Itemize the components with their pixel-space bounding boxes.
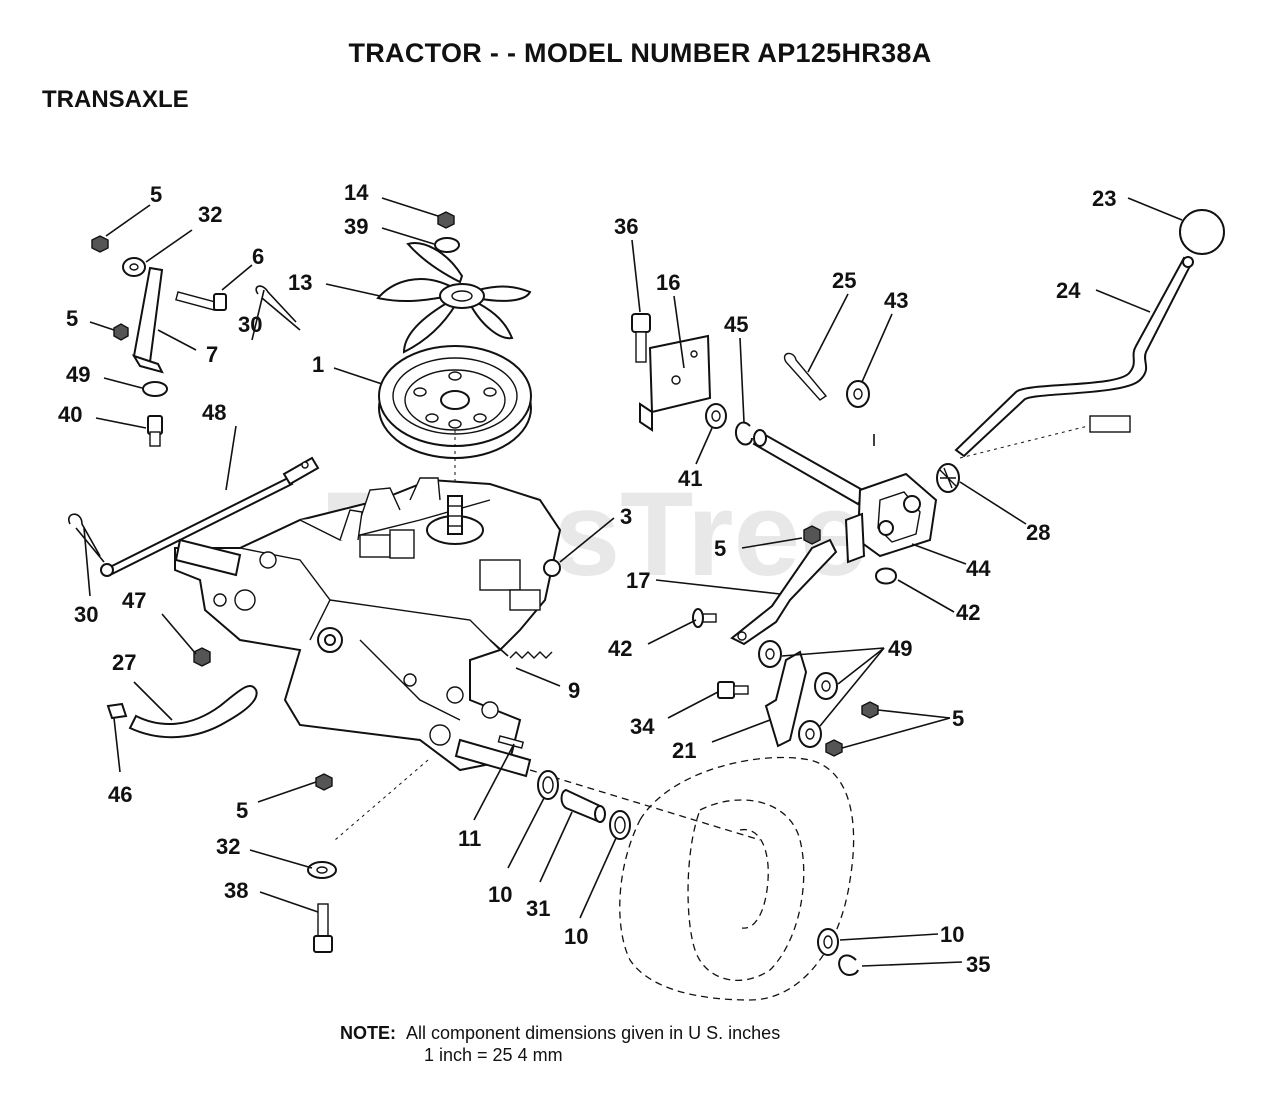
- section-title: TRANSAXLE: [42, 86, 189, 113]
- callout-38: 38: [224, 878, 248, 903]
- callout-32: 32: [198, 202, 222, 227]
- callout-5: 5: [150, 182, 162, 207]
- callout-47: 47: [122, 588, 146, 613]
- callout-9: 9: [568, 678, 580, 703]
- callout-6: 6: [252, 244, 264, 269]
- shift-assembly-44: [844, 472, 938, 564]
- fan-13: [376, 242, 532, 354]
- callout-46: 46: [108, 782, 132, 807]
- callout-11: 11: [458, 826, 481, 851]
- callout-43: 43: [884, 288, 908, 313]
- callout-14: 14: [344, 180, 369, 205]
- callout-40: 40: [58, 402, 82, 427]
- callout-24: 24: [1056, 278, 1081, 303]
- callout-5: 5: [66, 306, 78, 331]
- callout-49: 49: [888, 636, 912, 661]
- callout-1: 1: [312, 352, 324, 377]
- callout-39: 39: [344, 214, 368, 239]
- note-line-2: 1 inch = 25 4 mm: [424, 1045, 563, 1065]
- callout-23: 23: [1092, 186, 1116, 211]
- callout-5: 5: [952, 706, 964, 731]
- callout-48: 48: [202, 400, 226, 425]
- callout-27: 27: [112, 650, 136, 675]
- callout-36: 36: [614, 214, 638, 239]
- leader-lines: [83, 197, 1183, 967]
- callout-21: 21: [672, 738, 696, 763]
- callout-31: 31: [526, 896, 550, 921]
- callout-41: 41: [678, 466, 702, 491]
- callout-42: 42: [608, 636, 632, 661]
- callout-10: 10: [940, 922, 964, 947]
- callout-5: 5: [236, 798, 248, 823]
- callout-10: 10: [564, 924, 588, 949]
- note-line-1: All component dimensions given in U S. i…: [406, 1023, 781, 1043]
- callout-7: 7: [206, 342, 218, 367]
- callout-49: 49: [66, 362, 90, 387]
- callout-10: 10: [488, 882, 512, 907]
- part-drawings: [68, 209, 1225, 1001]
- callout-35: 35: [966, 952, 990, 977]
- wheel-dashed: [619, 756, 855, 1001]
- callout-45: 45: [724, 312, 748, 337]
- callout-34: 34: [630, 714, 655, 739]
- callout-30: 30: [74, 602, 98, 627]
- callout-32: 32: [216, 834, 240, 859]
- transaxle-housing: [174, 477, 562, 772]
- callout-17: 17: [626, 568, 650, 593]
- callout-44: 44: [966, 556, 991, 581]
- callout-13: 13: [288, 270, 312, 295]
- dimension-note: NOTE: All component dimensions given in U…: [340, 1022, 780, 1066]
- diagram-title: TRACTOR - - MODEL NUMBER AP125HR38A: [348, 38, 932, 68]
- callout-25: 25: [832, 268, 856, 293]
- callout-42: 42: [956, 600, 980, 625]
- callout-28: 28: [1026, 520, 1050, 545]
- callout-30: 30: [238, 312, 262, 337]
- callout-3: 3: [620, 504, 632, 529]
- pulley-1: [378, 345, 532, 459]
- note-label: NOTE:: [340, 1023, 396, 1043]
- callout-5: 5: [714, 536, 726, 561]
- callouts: 5 32 6 5 7 30 49 40 48 14 39 13 1 3 30 4…: [58, 180, 1116, 977]
- callout-16: 16: [656, 270, 680, 295]
